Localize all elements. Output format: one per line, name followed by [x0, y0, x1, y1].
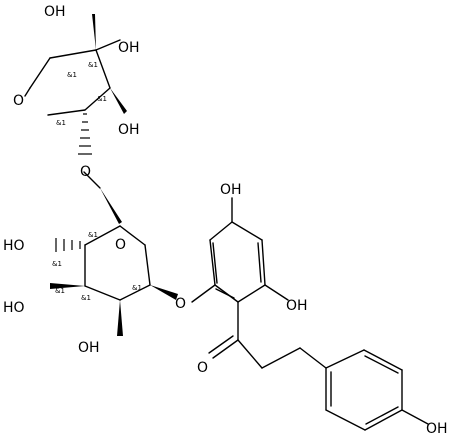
- atom-o-ketone: O: [197, 360, 208, 376]
- atom-o-ring-top: O: [13, 93, 24, 109]
- atom-o-link-top: O: [80, 164, 91, 180]
- atom-oh-glc3: OH: [78, 340, 100, 356]
- atom-oh-phenol1: OH: [220, 182, 242, 198]
- atom-oh-top3: OH: [118, 122, 140, 138]
- atom-o-link-glc: O: [175, 296, 186, 312]
- chain-bonds: [208, 335, 327, 369]
- stereo-label: &1: [55, 287, 65, 295]
- linker-bonds: [83, 171, 122, 224]
- stereo-label: &1: [56, 119, 66, 127]
- atom-ho-glc1: HO: [3, 238, 25, 254]
- stereo-label: &1: [97, 95, 107, 103]
- atom-oh-phenol2: OH: [286, 298, 308, 314]
- glucose-ring-bonds: [50, 225, 178, 336]
- stereo-label: &1: [88, 231, 98, 239]
- stereo-label: &1: [52, 260, 62, 268]
- atom-o-ring-glc: O: [115, 237, 126, 253]
- stereo-label: &1: [81, 294, 91, 302]
- stereo-label: &1: [67, 71, 77, 79]
- stereo-label: &1: [88, 61, 98, 69]
- atom-oh-top1: OH: [44, 4, 66, 20]
- atom-oh-para: OH: [426, 421, 448, 437]
- stereo-labels: &1 &1 &1 &1 &1 &1 &1 &1 &1: [52, 61, 142, 302]
- atom-oh-top2: OH: [118, 40, 140, 56]
- top-ring-bonds: [24, 14, 127, 155]
- aryl-ring-a-bonds: [191, 197, 289, 341]
- aryl-ring-b-bonds: [325, 349, 429, 431]
- atom-ho-glc2: HO: [3, 300, 25, 316]
- stereo-label: &1: [132, 284, 142, 292]
